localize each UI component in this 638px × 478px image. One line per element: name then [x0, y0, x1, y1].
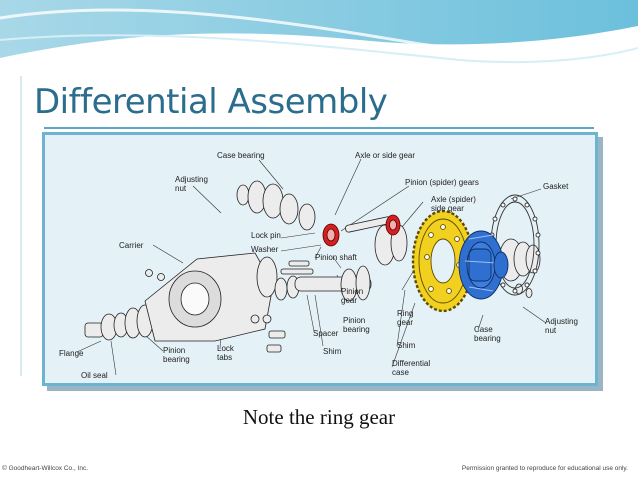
label-shim-center: Shim — [323, 347, 342, 356]
label-axle-spider-side-gear: Axle (spider) side gear — [431, 195, 476, 213]
label-pinion-bearing-right: Pinion bearing — [343, 316, 370, 334]
label-pinion-shaft: Pinion shaft — [315, 253, 357, 262]
label-oil-seal: Oil seal — [81, 371, 108, 380]
title-underline — [44, 127, 594, 129]
label-washer: Washer — [251, 245, 279, 254]
label-case-bearing-top: Case bearing — [217, 151, 265, 160]
copyright-footer: © Goodheart-Willcox Co., Inc. — [2, 465, 89, 472]
label-pinion-bearing-left: Pinion bearing — [163, 346, 190, 364]
exploded-view-illustration — [76, 158, 547, 376]
slide-caption: Note the ring gear — [242, 405, 396, 429]
label-ring-gear: Ring gear — [397, 309, 414, 327]
label-pinion-gear: Pinion gear — [341, 287, 364, 305]
label-gasket: Gasket — [543, 182, 569, 191]
label-case-bearing-bottom: Case bearing — [474, 325, 501, 343]
permission-footer: Permission granted to reproduce for educ… — [461, 465, 628, 472]
left-accent-rule — [20, 76, 22, 376]
label-lock-pin: Lock pin — [251, 231, 281, 240]
label-shim-right: Shim — [397, 341, 416, 350]
ring-gear-shape — [411, 209, 475, 313]
label-differential-case: Differential case — [392, 359, 431, 377]
label-adjusting-nut-right: Adjusting nut — [545, 317, 578, 335]
differential-diagram: Case bearing Axle or side gear Adjusting… — [42, 132, 598, 386]
label-axle-side-gear: Axle or side gear — [355, 151, 416, 160]
label-carrier: Carrier — [119, 241, 144, 250]
label-flange: Flange — [59, 349, 84, 358]
label-pinion-spider-gears: Pinion (spider) gears — [405, 178, 479, 187]
header-wave-decoration — [0, 0, 638, 64]
differential-case-shape — [458, 230, 509, 300]
spider-gears-shape — [322, 214, 401, 247]
label-lock-tabs: Lock tabs — [217, 344, 234, 362]
label-adjusting-nut-left: Adjusting nut — [175, 175, 208, 193]
label-spacer: Spacer — [313, 329, 339, 338]
slide-title: Differential Assembly — [34, 82, 388, 122]
